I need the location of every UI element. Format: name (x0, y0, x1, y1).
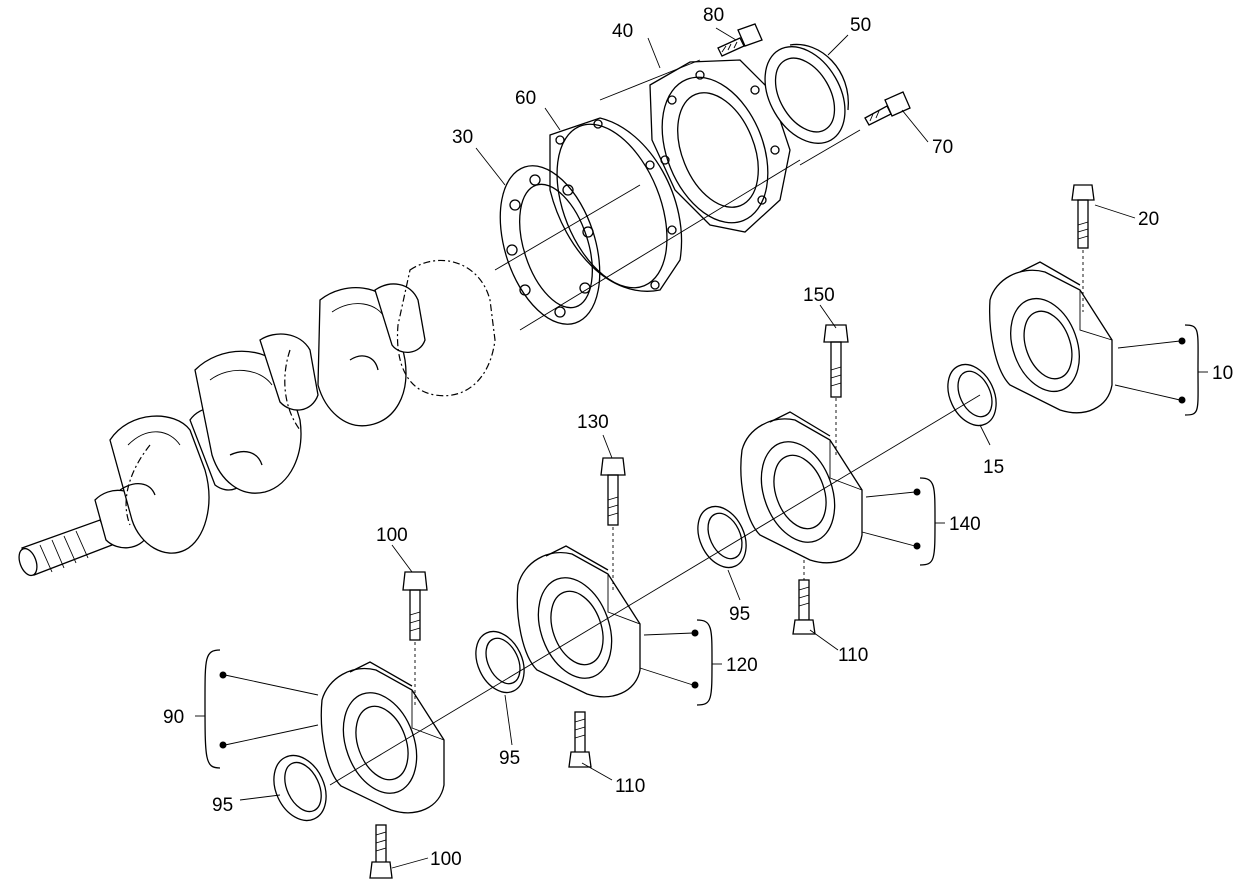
leader-lines (239, 27, 1136, 869)
callout-95-middle: 95 (499, 748, 521, 769)
callout-10: 10 (1212, 363, 1234, 384)
part-100-bolt-upper (402, 571, 428, 705)
callout-110-upper: 110 (838, 645, 869, 666)
callout-60: 60 (515, 88, 537, 109)
part-120-bearing-cap (516, 545, 641, 698)
callout-95-lower: 95 (212, 795, 234, 816)
part-130-bolt (600, 457, 626, 590)
part-60-gasket (549, 117, 683, 292)
part-95-bearing-shell-lower (273, 754, 327, 822)
part-95-bearing-shell-upper (697, 505, 747, 569)
callout-100-lower: 100 (430, 849, 462, 870)
bracket-120 (639, 619, 722, 706)
part-15-bearing-shell (947, 363, 997, 427)
part-110-bolt-lower (568, 711, 592, 768)
callout-140: 140 (949, 514, 981, 535)
part-100-bolt-lower (369, 824, 393, 879)
part-10-bearing-cap (989, 261, 1113, 414)
assembly-axis-line-4 (799, 129, 861, 166)
part-50-seal (764, 43, 849, 144)
callout-150: 150 (803, 285, 835, 306)
bearing-axis-line (329, 394, 981, 786)
part-110-bolt-upper (792, 560, 816, 635)
callout-80: 80 (703, 5, 725, 26)
part-90-bearing-cap (320, 661, 445, 814)
assembly-axis-line-3 (599, 59, 701, 101)
part-80-bolt (717, 23, 763, 57)
bracket-140 (861, 477, 945, 566)
part-20-bolt (1071, 184, 1095, 312)
callout-40: 40 (612, 21, 634, 42)
part-40-housing (649, 59, 791, 233)
bracket-10 (1114, 324, 1208, 416)
callout-20: 20 (1138, 209, 1160, 230)
callout-120: 120 (726, 655, 758, 676)
assembly-axis-line-2 (494, 184, 641, 271)
callout-70: 70 (932, 137, 954, 158)
part-70-bolt (864, 91, 911, 126)
callout-110-lower: 110 (615, 776, 646, 797)
part-150-bolt (823, 324, 849, 455)
assembly-axis-line (519, 159, 801, 331)
callout-15: 15 (983, 457, 1005, 478)
part-30-ring-plate (499, 165, 601, 325)
bracket-90 (195, 649, 319, 769)
callout-90: 90 (163, 707, 185, 728)
callout-50: 50 (850, 15, 872, 36)
callout-130: 130 (577, 412, 609, 433)
callout-30: 30 (452, 127, 474, 148)
callout-95-upper: 95 (729, 604, 751, 625)
part-95-bearing-shell-middle (475, 630, 525, 694)
callout-100-upper: 100 (376, 525, 408, 546)
part-140-bearing-cap (740, 411, 863, 564)
crankshaft (18, 259, 496, 577)
